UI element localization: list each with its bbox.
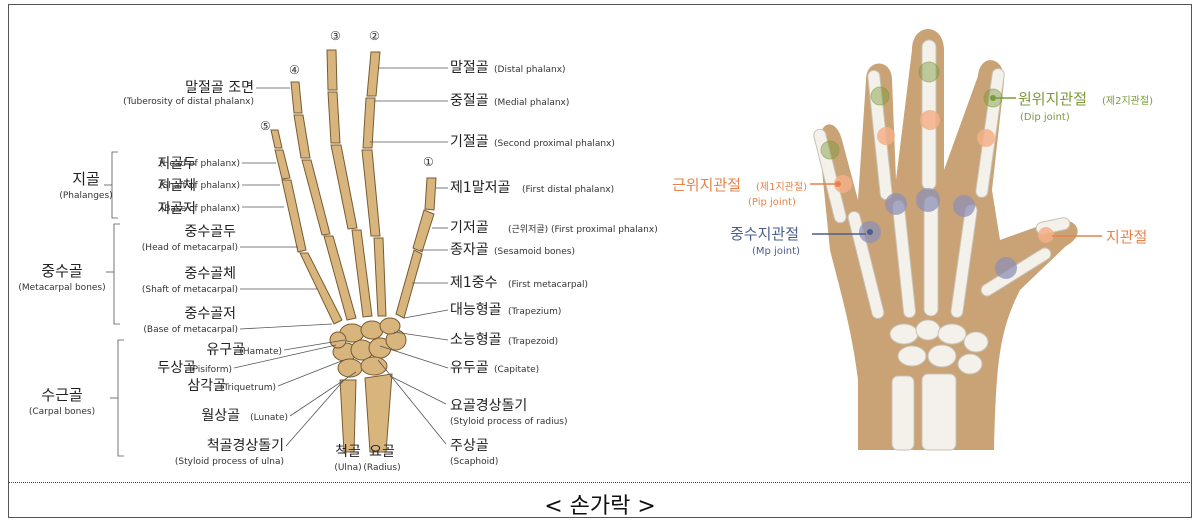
- label-trapezoid-ko: 소능형골: [450, 332, 502, 348]
- ulna-bone: [340, 380, 356, 452]
- carpal-bones: [330, 318, 406, 377]
- label-distal-phalanx-en: (Distal phalanx): [494, 65, 566, 75]
- label-tuberosity-en: (Tuberosity of distal phalanx): [123, 97, 254, 107]
- label-dip-en: (Dip joint): [1020, 112, 1070, 123]
- label-scaphoid-en: (Scaphoid): [450, 457, 498, 467]
- label-lunate-ko: 월상골: [201, 408, 240, 424]
- group-phalanges-ko: 지골: [72, 170, 100, 188]
- label-second-proximal-ko: 기절골: [450, 134, 489, 150]
- label-styloid-radius-ko: 요골경상돌기: [450, 398, 527, 414]
- label-first-proximal-ko: 기저골: [450, 220, 489, 236]
- label-shaft-metacarpal-en: (Shaft of metacarpal): [142, 285, 238, 295]
- label-lunate-en: (Lunate): [250, 413, 288, 423]
- label-distal-phalanx-ko: 말절골: [450, 60, 489, 76]
- label-head-metacarpal-en: (Head of metacarpal): [142, 243, 238, 253]
- label-pisiform-en: (Pisiform): [189, 365, 232, 375]
- label-scaphoid-ko: 주상골: [450, 438, 489, 454]
- bottom-labels: 척골 (Ulna) 요골 (Radius): [334, 444, 400, 473]
- label-first-distal-en: (First distal phalanx): [522, 185, 614, 195]
- label-medial-phalanx-ko: 중절골: [450, 93, 489, 109]
- group-carpal-en: (Carpal bones): [29, 407, 95, 417]
- label-capitate-en: (Capitate): [494, 365, 539, 375]
- label-pip-en: (Pip joint): [748, 197, 796, 208]
- label-first-metacarpal-ko: 제1중수: [450, 275, 498, 291]
- label-ulna-ko: 척골: [335, 444, 361, 460]
- label-radius-en: (Radius): [363, 463, 400, 473]
- label-first-metacarpal-en: (First metacarpal): [508, 280, 588, 290]
- finger-number-ring: ④: [289, 63, 300, 77]
- label-shaft-phalanx-en: (Shaft of phalanx): [159, 181, 240, 191]
- label-shaft-metacarpal-ko: 중수골체: [184, 266, 236, 282]
- label-mp-en: (Mp joint): [752, 246, 800, 257]
- label-triquetrum-en: (Triquetrum): [220, 383, 276, 393]
- radius-bone: [365, 374, 392, 452]
- label-capitate-ko: 유두골: [450, 360, 489, 376]
- label-styloid-radius-en: (Styloid process of radius): [450, 417, 567, 427]
- label-dip-sub: (제2지관절): [1102, 94, 1153, 107]
- label-medial-phalanx-en: (Medial phalanx): [494, 98, 569, 108]
- middle-finger-bones: [327, 50, 357, 229]
- group-carpal-ko: 수근골: [41, 386, 82, 404]
- label-trapezium-en: (Trapezium): [508, 307, 561, 317]
- label-hamate-en: (Hamate): [239, 347, 282, 357]
- label-tuberosity-ko: 말절골 조면: [185, 80, 254, 96]
- label-pip-sub: (제1지관절): [756, 180, 807, 193]
- finger-number-index: ②: [369, 29, 380, 43]
- finger-number-thumb: ①: [423, 155, 434, 169]
- caption-divider: [8, 482, 1192, 483]
- label-base-metacarpal-ko: 중수골저: [184, 306, 236, 322]
- label-ulna-en: (Ulna): [334, 463, 361, 473]
- label-styloid-ulna-en: (Styloid process of ulna): [175, 457, 284, 467]
- group-metacarpal-ko: 중수골: [41, 262, 82, 280]
- label-sesamoid-en: (Sesamoid bones): [494, 247, 575, 257]
- figure-canvas: ② ③ ④ ⑤ ① 말절골 조면 (Tuberosity of distal p…: [0, 0, 1200, 482]
- metacarpal-bones: [300, 230, 422, 324]
- label-pip-ko: 근위지관절: [672, 176, 741, 194]
- label-base-phalanx-en: (Base of phalanx): [161, 204, 240, 214]
- thumb-bones: [413, 178, 436, 252]
- label-head-metacarpal-ko: 중수골두: [184, 224, 236, 240]
- label-ip-ko: 지관절: [1106, 228, 1147, 246]
- label-mp-ko: 중수지관절: [730, 225, 799, 243]
- label-sesamoid-ko: 종자골: [450, 242, 489, 258]
- label-trapezoid-en: (Trapezoid): [508, 337, 558, 347]
- label-head-phalanx-en: (Head of phalanx): [159, 159, 240, 169]
- group-phalanges-en: (Phalanges): [59, 191, 112, 201]
- finger-number-middle: ③: [330, 29, 341, 43]
- label-styloid-ulna-ko: 척골경상돌기: [207, 438, 284, 454]
- finger-number-little: ⑤: [260, 119, 271, 133]
- label-first-distal-ko: 제1말저골: [450, 180, 511, 196]
- group-brackets: 지골 (Phalanges) 중수골 (Metacarpal bones) 수근…: [18, 152, 124, 456]
- label-trapezium-ko: 대능형골: [450, 302, 502, 318]
- label-radius-ko: 요골: [369, 444, 395, 460]
- left-labels: 말절골 조면 (Tuberosity of distal phalanx) 지골…: [123, 80, 356, 467]
- group-metacarpal-en: (Metacarpal bones): [18, 283, 105, 293]
- hand-skeleton: [271, 50, 436, 452]
- label-first-proximal-en: (근위저골) (First proximal phalanx): [508, 224, 658, 235]
- label-base-metacarpal-en: (Base of metacarpal): [143, 325, 238, 335]
- figure-caption: < 손가락 >: [0, 488, 1200, 520]
- index-finger-bones: [362, 52, 380, 236]
- label-second-proximal-en: (Second proximal phalanx): [494, 139, 615, 149]
- label-dip-ko: 원위지관절: [1018, 90, 1087, 108]
